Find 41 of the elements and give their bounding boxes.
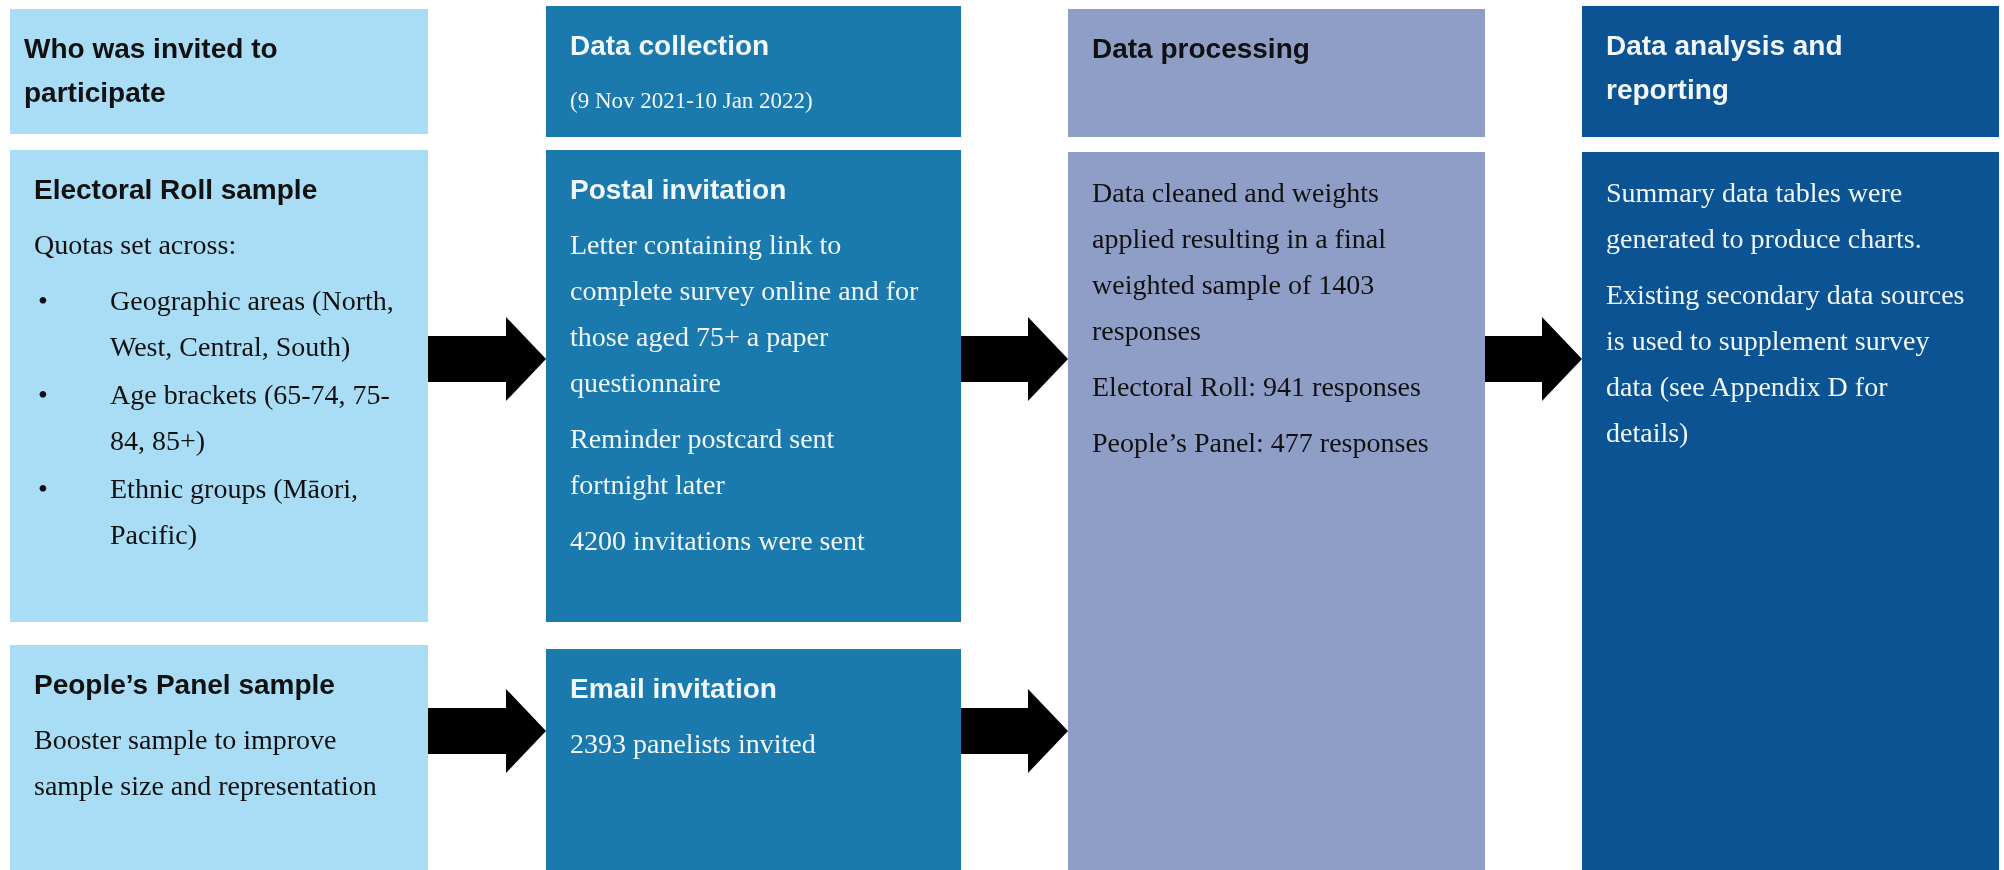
bullet-mark: • [38, 284, 48, 318]
heading: Data processing [1092, 32, 1311, 66]
body-text: Letter containing link to complete survey online and for those aged 75+ a paper questionnaire [570, 228, 920, 400]
content-box [10, 645, 428, 870]
body-text: People’s Panel: 477 responses [1092, 426, 1430, 460]
body-text: Reminder postcard sent fortnight later [570, 422, 836, 502]
arrow [428, 317, 546, 401]
content-box [1582, 152, 1999, 870]
header-box [546, 6, 961, 137]
body-text: (9 Nov 2021-10 Jan 2022) [570, 87, 814, 115]
body-text: 2393 panelists invited [570, 727, 817, 761]
header-box [10, 9, 428, 134]
header-box [1068, 9, 1485, 137]
arrow [1485, 317, 1582, 401]
heading: Data collection [570, 29, 771, 63]
header-box [1582, 6, 1999, 137]
arrow [961, 317, 1068, 401]
content-box [10, 150, 428, 622]
list-item: Age brackets (65-74, 75-84, 85+) [110, 378, 391, 458]
body-text: Summary data tables were generated to produce charts. [1606, 176, 1923, 256]
body-text: Quotas set across: [34, 228, 238, 262]
content-box [1068, 152, 1485, 870]
content-box [546, 150, 961, 622]
content-box [546, 649, 961, 870]
body-text: 4200 invitations were sent [570, 524, 866, 558]
heading: Electoral Roll sample [34, 173, 319, 207]
bullet-mark: • [38, 472, 48, 506]
body-text: Existing secondary data sources is used to supplement survey data (see Appendix D for details) [1606, 278, 1966, 450]
arrow [428, 689, 546, 773]
heading: Email invitation [570, 672, 778, 706]
body-text: Data cleaned and weights applied resulting in a final weighted sample of 1403 responses [1092, 176, 1387, 348]
heading: People’s Panel sample [34, 668, 336, 702]
list-item: Geographic areas (North, West, Central, South) [110, 284, 395, 364]
body-text: Electoral Roll: 941 responses [1092, 370, 1422, 404]
heading: Who was invited to participate [24, 32, 279, 110]
heading: Data analysis and reporting [1606, 29, 1844, 107]
bullet-mark: • [38, 378, 48, 412]
body-text: Booster sample to improve sample size and representation [34, 723, 378, 803]
list-item: Ethnic groups (Māori, Pacific) [110, 472, 360, 552]
arrow [961, 689, 1068, 773]
heading: Postal invitation [570, 173, 788, 207]
